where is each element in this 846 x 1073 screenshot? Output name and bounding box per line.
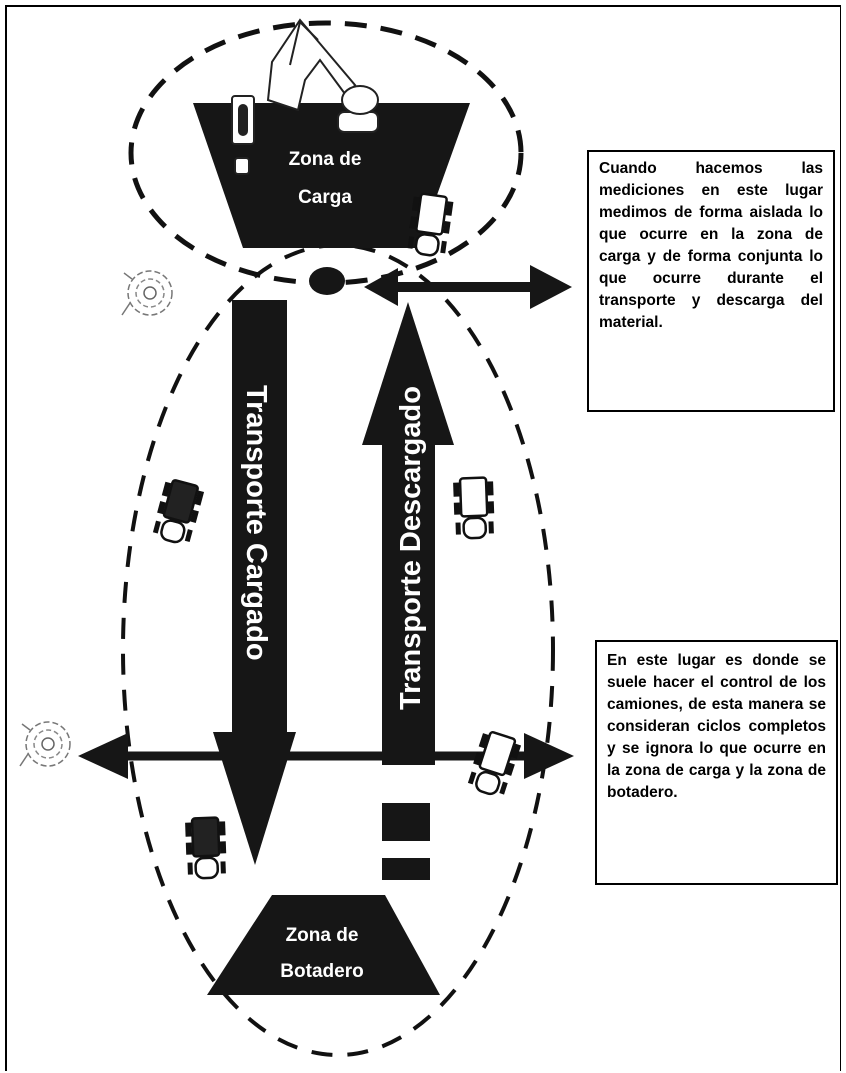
dump-zone-label-1: Zona de (286, 925, 359, 946)
stopwatch-icon-top (121, 270, 173, 316)
unloaded-transport-arrow (362, 302, 454, 880)
dump-zone-shape (207, 895, 440, 995)
loading-zone-label-2: Carga (298, 187, 352, 208)
truck-icon-empty-2 (464, 728, 524, 800)
stopwatch-icon-bottom (19, 721, 71, 767)
dump-zone-label-2: Botadero (280, 961, 363, 982)
top-measurement-arrow (364, 265, 572, 309)
measurement-point (309, 267, 345, 295)
loading-zone-label-1: Zona de (289, 149, 362, 170)
figure-frame (5, 5, 841, 1071)
bottom-measurement-arrow (78, 733, 574, 779)
truck-icon-empty-1 (451, 476, 497, 540)
truck-icon-loaded-1 (149, 476, 207, 548)
note-loading-measurement: Cuando hacemos las mediciones en este lu… (587, 150, 835, 412)
loaded-transport-label: Transporte Cargado (240, 385, 272, 661)
loaded-transport-arrow (213, 300, 296, 865)
loading-truck-icon (231, 95, 255, 175)
unloaded-transport-label: Transporte Descargado (395, 386, 427, 710)
truck-icon-loaded-2 (183, 816, 229, 880)
note-cycle-control: En este lugar es donde se suele hacer el… (595, 640, 838, 885)
excavator-icon (266, 18, 379, 133)
loading-zone-shape (193, 103, 470, 248)
